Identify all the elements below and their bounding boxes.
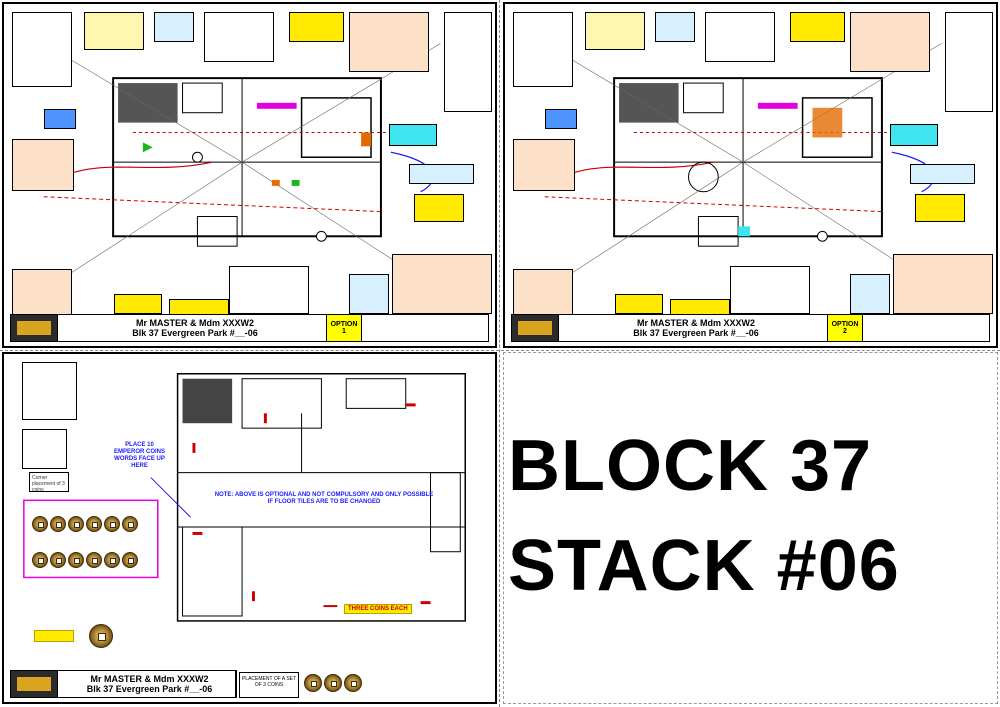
note-blue-bottom <box>349 274 389 314</box>
client-address: Blk 37 Evergreen Park #__-06 <box>86 684 213 694</box>
company-logo <box>11 315 58 341</box>
headline-block: BLOCK 37 <box>508 426 873 506</box>
direction-legend-right <box>444 12 492 112</box>
note-toilet <box>513 269 573 319</box>
note-left-mid <box>513 139 575 191</box>
coin-icon <box>50 516 66 532</box>
yellow-tag <box>34 630 74 642</box>
note-master <box>730 266 810 314</box>
client-address: Blk 37 Evergreen Park #__-06 <box>132 328 258 338</box>
option-label-text: OPTION <box>831 321 859 328</box>
note-toilet <box>12 269 72 319</box>
headline-stack: STACK #06 <box>508 526 900 606</box>
floor-plan-option-1: Mr MASTER & Mdm XXXW2 Blk 37 Evergreen P… <box>2 2 497 348</box>
page-divider-horizontal <box>0 350 1000 351</box>
legend-box <box>22 362 77 420</box>
headline-panel <box>503 352 998 704</box>
note-north <box>409 164 474 184</box>
large-coin-icon <box>89 624 113 648</box>
coin-icon <box>304 674 322 692</box>
client-info: Mr MASTER & Mdm XXXW2 Blk 37 Evergreen P… <box>58 315 327 341</box>
coin-icon <box>50 552 66 568</box>
note-sector <box>349 12 429 72</box>
client-name: Mr MASTER & Mdm XXXW2 <box>135 318 254 328</box>
note-longevity <box>790 12 845 42</box>
disclaimer <box>362 315 488 341</box>
coin-icon <box>122 516 138 532</box>
note-remedy <box>705 12 775 62</box>
coin-icon <box>32 552 48 568</box>
coin-icon <box>104 552 120 568</box>
note-yellow-bottom <box>615 294 663 314</box>
direction-legend <box>12 12 72 87</box>
option-number: 2 <box>843 328 847 335</box>
floor-plan-option-2: Mr MASTER & Mdm XXXW2 Blk 37 Evergreen P… <box>503 2 998 348</box>
company-logo <box>11 671 58 697</box>
direction-legend-right <box>945 12 993 112</box>
note-cyan-arrow <box>890 124 938 146</box>
coin-icon <box>122 552 138 568</box>
coin-icon <box>68 516 84 532</box>
three-coins-label: THREE COINS EACH <box>344 604 412 614</box>
option-label-text: OPTION <box>330 321 358 328</box>
corner-note-text: Corner placement of 3 coins <box>32 475 65 492</box>
title-block: Mr MASTER & Mdm XXXW2 Blk 37 Evergreen P… <box>10 670 237 698</box>
coin-icon <box>86 516 102 532</box>
title-block: Mr MASTER & Mdm XXXW2 Blk 37 Evergreen P… <box>511 314 990 342</box>
client-info: Mr MASTER & Mdm XXXW2 Blk 37 Evergreen P… <box>559 315 828 341</box>
note-yellow-right <box>414 194 464 222</box>
client-address: Blk 37 Evergreen Park #__-06 <box>633 328 759 338</box>
page-divider-vertical <box>499 0 500 707</box>
coin-icon <box>104 516 120 532</box>
note-sector <box>850 12 930 72</box>
optional-note: NOTE: ABOVE IS OPTIONAL AND NOT COMPULSO… <box>214 492 434 505</box>
coin-icon <box>68 552 84 568</box>
company-logo <box>512 315 559 341</box>
coin-icon <box>32 516 48 532</box>
disclaimer <box>863 315 989 341</box>
note-check <box>154 12 194 42</box>
red-note <box>32 594 142 616</box>
client-name: Mr MASTER & Mdm XXXW2 <box>90 674 209 684</box>
note-blue-bottom <box>850 274 890 314</box>
note-cyan-arrow <box>389 124 437 146</box>
option-number: 1 <box>342 328 346 335</box>
coin-icon <box>324 674 342 692</box>
direction-legend <box>513 12 573 87</box>
placement-note: PLACEMENT OF A SET OF 3 COINS <box>239 672 299 698</box>
note-yellow-bottom <box>114 294 162 314</box>
place-coins-note: PLACE 10 EMPEROR COINS WORDS FACE UP HER… <box>113 442 165 469</box>
title-block: Mr MASTER & Mdm XXXW2 Blk 37 Evergreen P… <box>10 314 489 342</box>
coin-floor-plan <box>23 373 466 622</box>
note-living <box>392 254 492 314</box>
coin-icon <box>86 552 102 568</box>
coin-placement-sheet: Corner placement of 3 coins PLACE 10 EMP… <box>2 352 497 704</box>
note-master <box>229 266 309 314</box>
corner-note-box: Corner placement of 3 coins <box>29 472 69 492</box>
client-name: Mr MASTER & Mdm XXXW2 <box>636 318 755 328</box>
note-remedy <box>204 12 274 62</box>
note-left-mid <box>12 139 74 191</box>
badge-number <box>44 109 76 129</box>
coin-icon <box>344 674 362 692</box>
client-info: Mr MASTER & Mdm XXXW2 Blk 37 Evergreen P… <box>58 671 236 697</box>
note-yellow-right <box>915 194 965 222</box>
note-living <box>893 254 993 314</box>
note-wealth <box>84 12 144 50</box>
option-label: OPTION 2 <box>828 315 863 341</box>
note-check <box>655 12 695 42</box>
option-label: OPTION 1 <box>327 315 362 341</box>
note-wealth <box>585 12 645 50</box>
badge-number <box>545 109 577 129</box>
note-longevity <box>289 12 344 42</box>
entrance-arrow-box <box>22 429 67 469</box>
note-north <box>910 164 975 184</box>
